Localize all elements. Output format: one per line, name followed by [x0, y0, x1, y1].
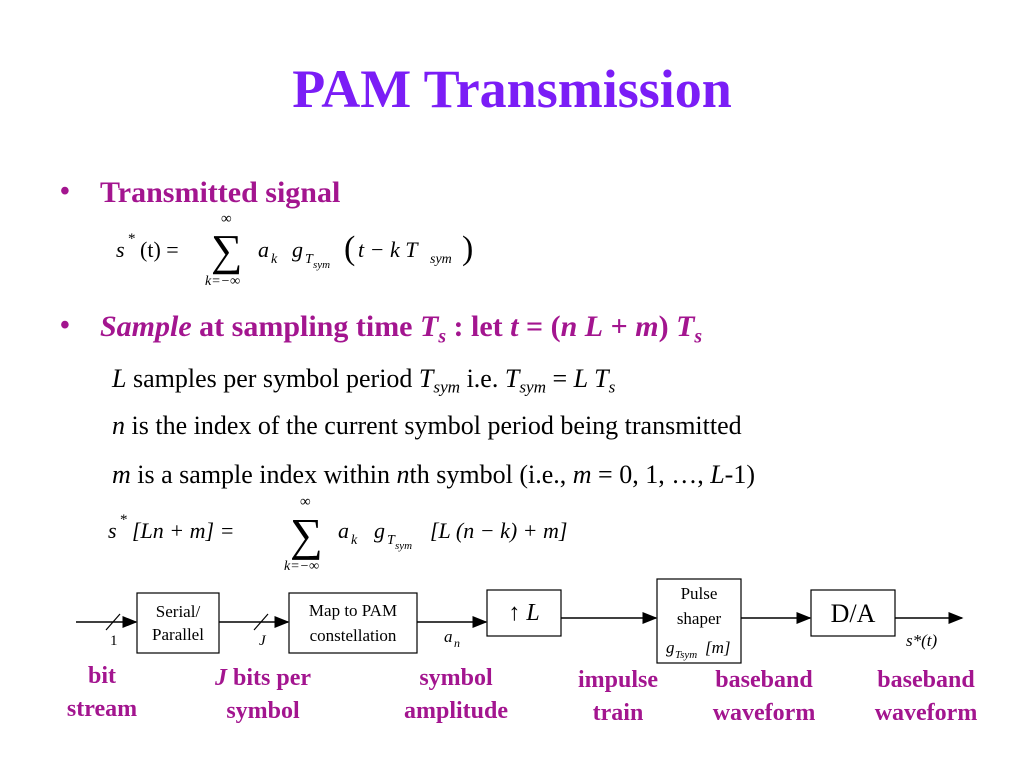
pulse-shaper-sub: Tsym [675, 649, 697, 661]
serial-parallel-line2: Parallel [152, 625, 204, 644]
eq1-Tsym-T: T [305, 252, 314, 267]
upsample-block [486, 589, 562, 637]
bullet-sample: • Sample at sampling time Ts : let t = (… [0, 312, 1024, 348]
eq1-rparen: ) [462, 230, 473, 267]
eq2-Tsym-T: T [387, 533, 396, 548]
line-samples-per-symbol: L samples per symbol period Tsym i.e. Ts… [112, 364, 616, 397]
bullet-sample-text: Sample at sampling time Ts : let t = (n … [100, 310, 703, 348]
eq2-star: * [120, 512, 128, 528]
bullet-marker: • [60, 310, 70, 341]
an-sub: n [454, 636, 460, 650]
output-label: s*(t) [906, 631, 938, 650]
equation-sampled-signal: s * [Ln + m] = ∞ ∑ k=−∞ a k g T sym [L (… [108, 494, 567, 574]
slide-title: PAM Transmission [292, 59, 732, 119]
an-label: a [444, 627, 453, 646]
eq2-k: k [351, 533, 358, 548]
map-pam-line1: Map to PAM [309, 601, 397, 620]
da-label: D/A [831, 599, 876, 628]
eq2-sum-symbol: ∑ [290, 509, 323, 560]
eq1-sum-symbol: ∑ [211, 226, 242, 275]
pulse-shaper-block [656, 578, 742, 664]
pam-block-diagram: 1 Serial/ Parallel J Map to PAM constell… [76, 578, 964, 664]
eq1-sum-bottom: k=−∞ [205, 274, 240, 289]
eq1-k: k [271, 252, 278, 267]
bit-slash [105, 613, 121, 631]
bullet-text: Transmitted signal [100, 176, 341, 209]
eq1-sum-top: ∞ [221, 211, 232, 227]
serial-parallel-block [136, 592, 220, 654]
eq2-sum-top: ∞ [300, 494, 311, 510]
line-index-m: m is a sample index within nth symbol (i… [112, 460, 755, 489]
eq1-sym2: sym [430, 252, 452, 267]
eq1-g: g [292, 237, 303, 262]
eq1-star: * [128, 231, 136, 247]
eq2-rhs: [L (n − k) + m] [430, 518, 567, 543]
eq2-sum-bottom: k=−∞ [284, 559, 319, 574]
j-slash [253, 613, 269, 631]
bullet-transmitted-signal: • Transmitted signal [0, 178, 1024, 214]
map-pam-line2: constellation [310, 626, 397, 645]
j-count: J [259, 633, 267, 649]
eq2-a: a [338, 518, 349, 543]
bit-count: 1 [110, 633, 118, 649]
eq2-lhs: s [108, 518, 117, 543]
pulse-shaper-m: [m] [705, 638, 731, 657]
map-pam-block [288, 592, 418, 654]
pulse-shaper-line1: Pulse [681, 584, 718, 603]
eq1-a: a [258, 237, 269, 262]
eq1-lparen: ( [344, 230, 355, 267]
upsample-label: ↑ L [508, 600, 539, 626]
line-index-n: n is the index of the current symbol per… [112, 411, 742, 440]
bullet-marker: • [60, 176, 70, 207]
eq2-g: g [374, 518, 385, 543]
pulse-shaper-line2: shaper [677, 609, 722, 628]
eq2-arg: [Ln + m] = [132, 518, 234, 543]
eq2-sym: sym [395, 540, 412, 552]
equation-transmitted-signal: s * (t) = ∞ ∑ k=−∞ a k g T sym ( t − k T… [116, 211, 473, 289]
eq1-t: (t) = [140, 237, 179, 262]
eq1-lhs: s [116, 237, 125, 262]
serial-parallel-line1: Serial/ [156, 602, 201, 621]
da-block [810, 589, 896, 637]
eq1-arg: t − k T [358, 237, 419, 262]
pulse-shaper-g: g [666, 638, 675, 657]
eq1-sym: sym [313, 259, 330, 271]
